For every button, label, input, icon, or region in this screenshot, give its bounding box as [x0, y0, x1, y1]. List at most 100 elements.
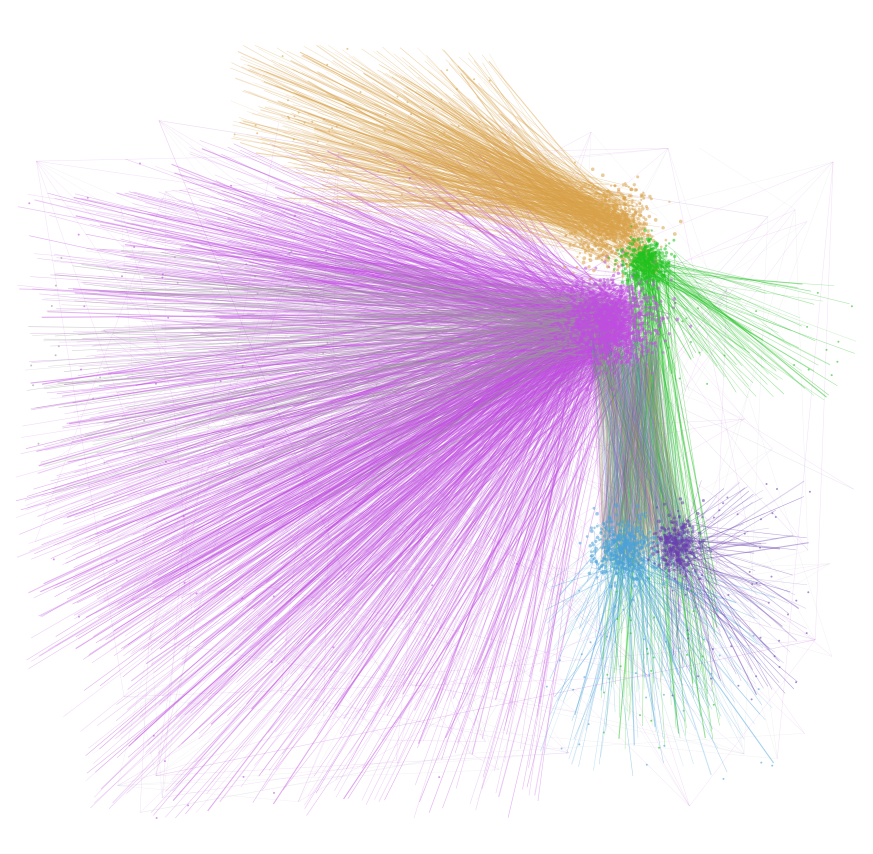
purple-node — [563, 338, 566, 341]
purple-edge — [137, 310, 608, 339]
mesh-edge — [148, 639, 577, 713]
mesh-edge — [463, 733, 805, 755]
purple-edge — [251, 343, 624, 452]
purple-edge — [441, 307, 585, 760]
purple-node — [613, 328, 617, 333]
purple-edge — [477, 329, 627, 675]
mesh-edge — [161, 616, 193, 798]
mesh-edge — [140, 581, 348, 705]
purple-edge — [232, 278, 609, 325]
purple-edge — [127, 319, 636, 617]
purple-node — [626, 285, 630, 289]
mesh-edge — [745, 517, 816, 640]
mesh-edge — [385, 448, 773, 677]
mesh-edge — [173, 401, 193, 617]
purple-node — [578, 334, 581, 338]
purple-edge — [431, 145, 579, 324]
purple-node — [579, 349, 583, 353]
purple-node — [573, 303, 577, 307]
mesh-edge — [466, 250, 588, 565]
mesh-edge — [161, 216, 768, 798]
purple-node — [566, 311, 570, 315]
mesh-edge — [395, 415, 431, 761]
mesh-edge — [173, 401, 471, 754]
mesh-edge — [280, 520, 386, 677]
purple-edge — [285, 339, 578, 488]
mesh-edge — [158, 120, 489, 570]
purple-edge — [97, 329, 628, 619]
purple-node — [569, 312, 573, 316]
mesh-edge — [525, 491, 712, 692]
purple-edge — [108, 340, 630, 558]
mesh-edge — [767, 161, 834, 217]
purple-edge — [395, 329, 612, 692]
mesh-edge — [443, 490, 551, 579]
mesh-edge — [463, 586, 580, 754]
purple-node — [627, 325, 632, 329]
purple-edge — [252, 302, 572, 803]
purple-node — [624, 288, 628, 292]
mesh-edge — [131, 246, 339, 600]
mesh-edge — [323, 216, 768, 716]
purple-node — [598, 371, 602, 375]
mesh-edge — [225, 161, 834, 411]
purple-node — [575, 343, 579, 347]
purple-node — [635, 360, 639, 364]
mesh-edge — [117, 628, 374, 786]
purple-edge — [209, 249, 584, 297]
purple-edge — [304, 327, 597, 809]
purple-node — [648, 305, 651, 309]
purple-node — [574, 294, 577, 297]
purple-node — [650, 371, 654, 375]
purple-node — [575, 336, 578, 339]
purple-edge — [434, 298, 583, 711]
purple-node — [611, 295, 615, 298]
purple-edge — [71, 298, 651, 505]
purple-edge — [306, 315, 612, 535]
purple-node — [616, 271, 620, 275]
mesh-edge — [385, 676, 745, 755]
mesh-edge — [699, 147, 796, 210]
purple-node — [558, 332, 562, 336]
mesh-edge — [419, 131, 592, 226]
purple-edge — [163, 357, 572, 520]
mesh-edge — [191, 328, 655, 466]
purple-node — [555, 313, 559, 317]
mesh-edge — [469, 585, 514, 754]
mesh-edge — [305, 278, 486, 742]
mesh-edge — [117, 785, 299, 802]
mesh-edge — [131, 401, 174, 600]
mesh-edge — [191, 186, 305, 329]
mesh-edge — [36, 161, 138, 452]
purple-node — [559, 290, 563, 294]
mesh-edge — [476, 491, 527, 509]
purple-edge — [175, 335, 602, 819]
purple-edge — [29, 332, 597, 362]
purple-node — [633, 296, 638, 300]
purple-edge — [115, 192, 596, 318]
mesh-edge — [815, 161, 834, 640]
mesh-edge — [36, 160, 593, 242]
purple-node — [610, 348, 613, 352]
purple-edge — [185, 329, 589, 815]
mesh-edge — [301, 207, 563, 580]
mesh-edge — [550, 490, 588, 565]
purple-edge — [122, 265, 627, 320]
purple-edge — [537, 330, 600, 802]
purple-edge — [30, 329, 577, 334]
mesh-edge — [525, 216, 768, 492]
purple-node — [592, 342, 596, 346]
purple-edge — [175, 307, 623, 786]
mesh-edge — [173, 401, 577, 713]
mesh-edge — [562, 579, 833, 657]
purple-node — [655, 314, 658, 317]
mesh-edge — [381, 739, 486, 742]
purple-edge — [158, 191, 565, 353]
purple-edge — [210, 356, 621, 725]
purple-node — [560, 350, 564, 353]
purple-edge — [199, 140, 645, 302]
purple-node — [611, 278, 615, 282]
purple-node — [602, 277, 606, 281]
purple-node — [573, 314, 577, 318]
